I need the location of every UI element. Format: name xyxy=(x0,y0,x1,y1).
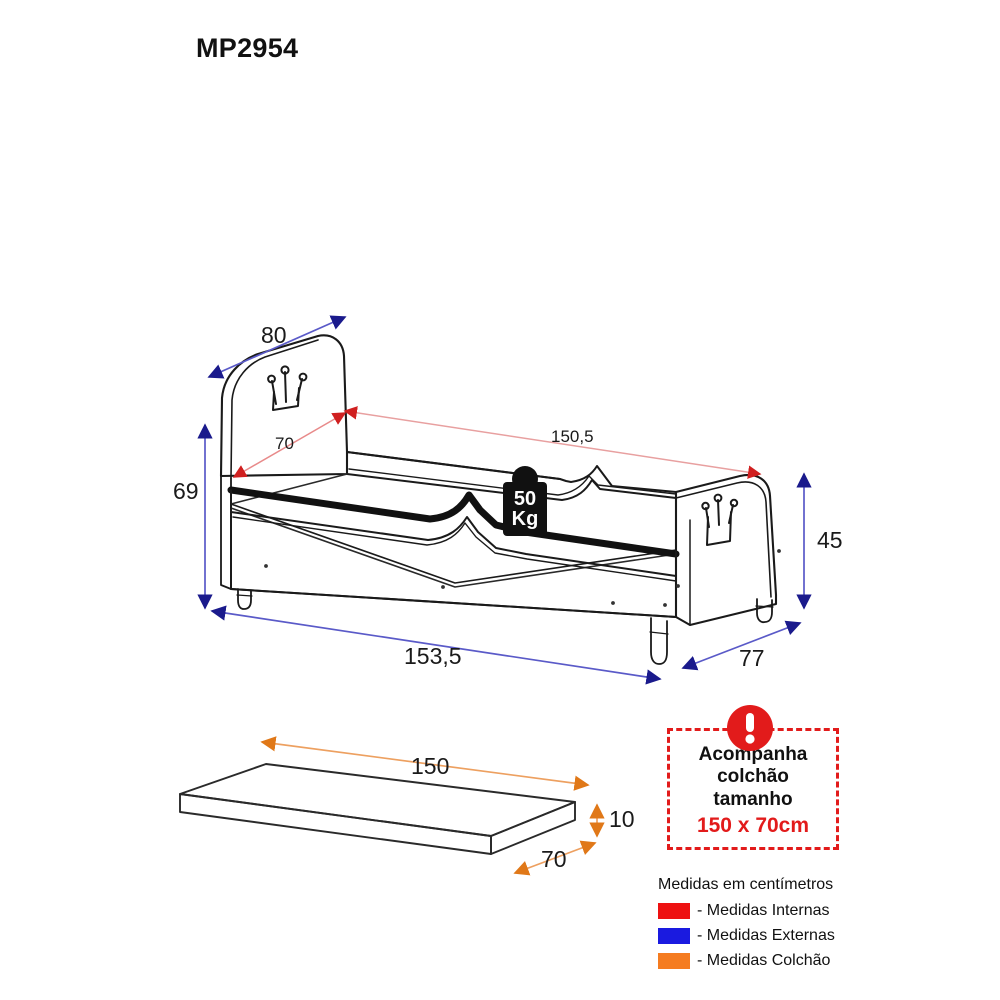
legend-swatch-external xyxy=(658,927,690,944)
dim-label-mattress-width: 70 xyxy=(541,846,567,872)
legend-label-mattress: - Medidas Colchão xyxy=(697,951,831,969)
weight-value: 50 xyxy=(513,488,537,510)
dimline-mattress-width xyxy=(513,840,597,876)
dim-label-length-bottom: 153,5 xyxy=(404,643,462,669)
bed-front-rail-band xyxy=(227,486,680,558)
legend-label-internal: - Medidas Internas xyxy=(697,901,830,919)
screw-dot xyxy=(441,585,445,589)
legend-swatch-mattress xyxy=(658,952,690,969)
dimline-inner-length xyxy=(343,406,762,479)
footboard-panel xyxy=(674,474,778,627)
mattress-right-face xyxy=(490,801,576,855)
dimline-mattress-length xyxy=(260,736,590,791)
dimline-depth-bottom xyxy=(681,620,802,671)
screw-dot xyxy=(611,601,615,605)
screw-dot xyxy=(663,603,667,607)
weight-capacity-badge: 50 Kg xyxy=(503,482,547,536)
screw-dot xyxy=(676,584,680,588)
legend: Medidas em centímetros - Medidas Interna… xyxy=(658,876,958,974)
dimline-inner-width xyxy=(232,412,347,478)
legend-title: Medidas em centímetros xyxy=(658,876,834,893)
dim-label-height-left: 69 xyxy=(173,478,199,504)
mattress-dimension-lines xyxy=(260,736,605,876)
screw-dot xyxy=(777,549,781,553)
mattress-illustration xyxy=(179,763,576,855)
bed-leg-back-right xyxy=(756,598,773,624)
dim-label-depth-bottom: 77 xyxy=(739,645,765,671)
crown-icon xyxy=(701,493,739,546)
exclamation-circle-icon xyxy=(727,705,773,751)
page-title: MP2954 xyxy=(196,33,299,63)
dim-label-mattress-length: 150 xyxy=(411,753,450,779)
mattress-front-face xyxy=(179,793,492,855)
dim-label-inner-length: 150,5 xyxy=(551,427,594,446)
bed-illustration xyxy=(219,334,781,665)
legend-item-internal: - Medidas Internas xyxy=(658,899,958,922)
bed-front-rail-contour xyxy=(230,511,677,577)
weight-unit: Kg xyxy=(511,508,539,530)
crown-icon xyxy=(267,365,308,411)
dim-label-depth-top: 80 xyxy=(261,322,287,348)
dim-label-inner-width: 70 xyxy=(275,434,294,453)
notice-line-3: tamanho xyxy=(713,788,793,810)
bed-leg-front-left xyxy=(237,588,252,610)
legend-label-external: - Medidas Externas xyxy=(697,926,835,944)
legend-item-mattress: - Medidas Colchão xyxy=(658,949,958,972)
legend-item-external: - Medidas Externas xyxy=(658,924,958,947)
legend-swatch-internal xyxy=(658,902,690,919)
dim-label-mattress-thickness: 10 xyxy=(609,806,635,832)
notice-line-2: colchão xyxy=(717,766,789,788)
notice-line-1: Acompanha xyxy=(698,744,808,766)
dimline-length-bottom xyxy=(210,605,662,685)
bed-dimension-lines xyxy=(197,315,812,685)
headboard-panel xyxy=(219,334,349,478)
screw-dot xyxy=(264,564,268,568)
notice-size-text: 150 x 70cm xyxy=(696,813,810,837)
dim-label-height-right: 45 xyxy=(817,527,843,553)
bed-leg-front-right xyxy=(650,617,668,665)
dimline-depth-top xyxy=(207,315,347,379)
